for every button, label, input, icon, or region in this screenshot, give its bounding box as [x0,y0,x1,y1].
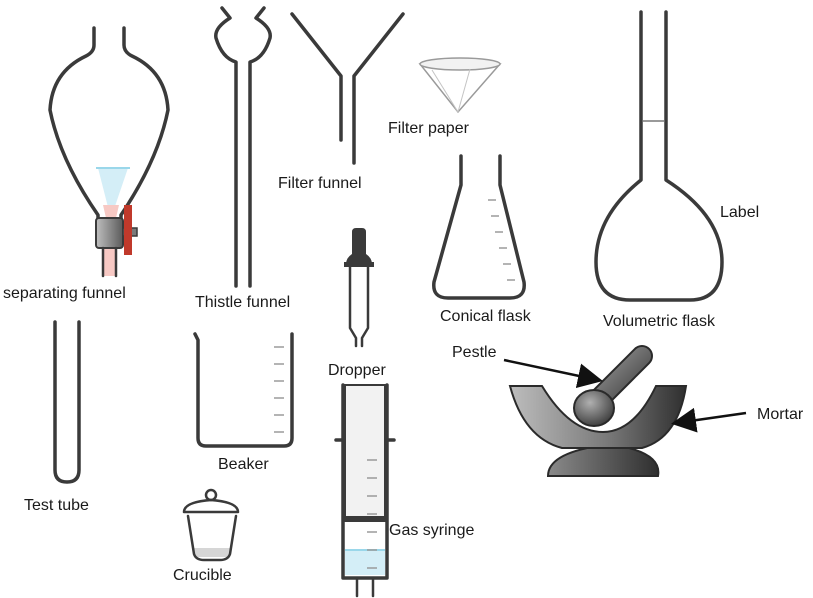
thistle-left [214,6,238,288]
conical-flask [432,154,526,300]
beaker-body [193,332,294,448]
label-dropper: Dropper [328,362,386,379]
filter-paper [418,57,502,114]
label-gas-syringe: Gas syringe [389,522,474,539]
syringe-plunger-seal [342,516,388,522]
filter-funnel-left [290,12,343,142]
crucible-body [186,514,238,562]
mortar-base [546,445,660,477]
separating-funnel [48,26,170,278]
volumetric-flask-body [594,10,724,302]
filter-funnel [290,12,405,165]
syringe-gas [345,550,385,575]
funnel-left-wall [48,26,100,234]
label-conical-flask: Conical flask [440,308,532,325]
crucible-residue [193,548,231,557]
conical-flask-body [432,154,526,300]
mortar-arrow [671,407,747,433]
label-label: Label [720,204,759,221]
label-beaker: Beaker [218,456,269,473]
label-pestle: Pestle [452,344,497,361]
filter-paper-rim [419,57,501,71]
stopcock-body [95,217,124,249]
filter-funnel-right [352,12,405,165]
dropper-collar [344,262,374,267]
crucible-lid [182,498,240,514]
label-volumetric-flask: Volumetric flask [603,313,716,330]
label-filter-funnel: Filter funnel [278,175,362,192]
pestle-head [573,389,615,427]
funnel-liquid-upper [98,168,128,215]
label-crucible: Crucible [173,567,232,584]
mortar-bowl [508,385,688,449]
label-test-tube: Test tube [24,497,89,514]
pestle-arrow [503,358,603,389]
dropper [344,228,374,348]
volumetric-flask [594,10,724,302]
funnel-right-wall [119,26,170,234]
dropper-tube [348,265,370,348]
label-thistle-funnel: Thistle funnel [195,294,290,311]
funnel-liquid-lower [103,205,119,218]
mortar [508,385,688,477]
gas-syringe [334,383,396,598]
label-separating-funnel: separating funnel [3,285,126,302]
stopcock-tap-handle [124,205,132,255]
test-tube [53,320,81,484]
pestle [573,345,653,427]
dropper-bulb [346,228,372,264]
funnel-stem [101,246,118,278]
thistle-bulb-top [230,15,256,18]
thistle-funnel [214,6,272,288]
beaker [193,332,294,448]
label-mortar: Mortar [757,406,804,423]
syringe-plunger [344,384,386,519]
syringe-nozzle [355,576,375,598]
filter-paper-folds [431,68,471,113]
crucible [182,488,240,562]
thistle-right [248,6,272,288]
syringe-barrel [341,438,389,580]
test-tube-body [53,320,81,484]
crucible-lid-knob [204,488,218,502]
label-filter-paper: Filter paper [388,120,470,137]
